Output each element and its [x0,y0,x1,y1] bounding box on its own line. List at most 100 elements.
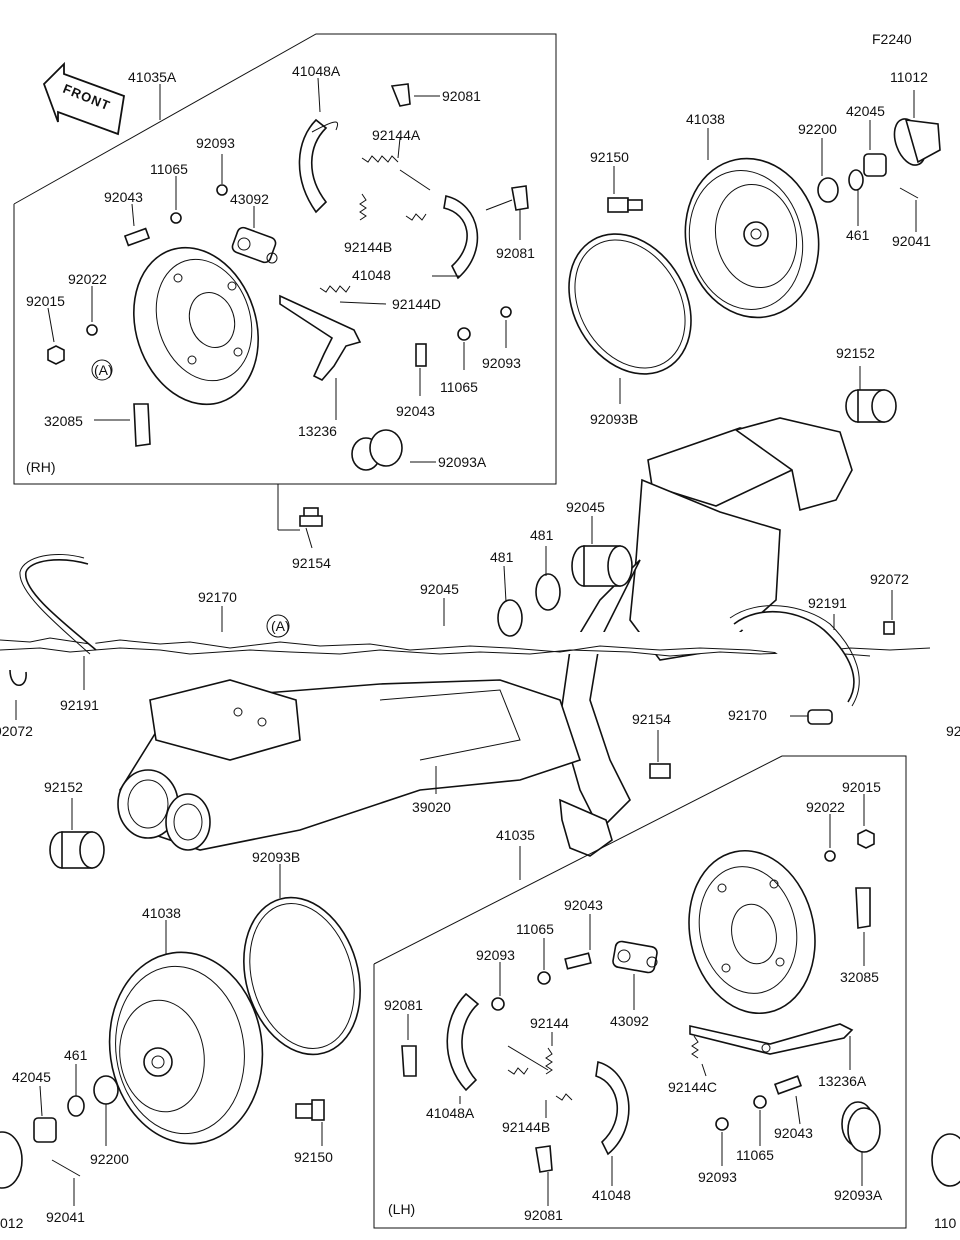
part-13236: 13236 [298,423,337,439]
brake-shoe-41048A-lh [446,992,480,1092]
part-41048A-lh: 41048A [426,1105,475,1121]
part-92081-rh-top: 92081 [442,88,481,104]
part-92144-lh: 92144 [530,1015,569,1031]
lh-box-label: (LH) [388,1201,415,1217]
spring-92144D-rh [319,285,351,293]
svg-text:(A): (A) [94,362,113,378]
callout-a-rh: (A) [91,359,113,381]
clamp-92170b [807,709,833,725]
washer-461-top [848,169,864,191]
part-92072-left: 92072 [0,723,33,739]
washer-461-bottom [67,1095,85,1117]
part-41048-rh: 41048 [352,267,391,283]
part-41048A-rh: 41048A [292,63,341,79]
cap-11012-top [893,118,941,166]
part-92045-upper: 92045 [566,499,605,515]
cap-11012-bottom-right [931,1133,960,1187]
brake-shoe-41048-rh [443,195,479,280]
part-481-a: 481 [530,527,554,543]
washer-92200-top [817,177,839,203]
part-11065-rh-top: 11065 [150,161,188,177]
bushing-92152-bottom [49,831,105,869]
clip-92081d-lh [535,1145,553,1173]
clip-32085a-rh [133,403,151,447]
washer-92093a-rh [216,184,228,196]
part-92200-bottom: 92200 [90,1151,129,1167]
bearing-92045-upper [571,545,633,587]
part-92150-top: 92150 [590,149,629,165]
part-92150-bottom: 92150 [294,1149,333,1165]
part-92093B-top: 92093B [590,411,638,427]
wheel-cylinder-rh [231,226,278,264]
part-92043-rh-bottom: 92043 [396,403,435,419]
pin-92043d-lh [773,1075,803,1095]
seal-ring-92093B-bottom [243,896,361,1056]
clip-92081c-lh [401,1045,417,1077]
clip-32085b-lh [855,887,871,929]
part-92200-top: 92200 [798,121,837,137]
part-92144B-lh: 92144B [502,1119,550,1135]
part-13236A: 13236A [818,1073,867,1089]
leaders-top-right [613,90,917,404]
part-92152-bottom: 92152 [44,779,83,795]
part-92041-bottom: 92041 [46,1209,85,1225]
part-92170-right: 92170 [728,707,767,723]
rh-box-label: (RH) [26,459,56,475]
diagram-code: F2240 [872,31,912,47]
part-92093B-bottom: 92093B [252,849,300,865]
image-tear-band [0,632,960,657]
brake-hose-92170-right [729,605,860,707]
bolt-92154-top [299,507,323,527]
pin-92043b-rh [415,343,427,367]
clamp-92072-right [883,621,895,635]
part-92015-lh: 92015 [842,779,881,795]
part-461-bottom: 461 [64,1047,88,1063]
part-92093-rh-top: 92093 [196,135,235,151]
part-92081-rh-right: 92081 [496,245,535,261]
part-39020: 39020 [412,799,451,815]
lever-13236A-lh [689,1023,854,1055]
part-92081-lh-left: 92081 [384,997,423,1013]
leaders-lh [407,794,865,1206]
washer-92093d-lh [715,1117,729,1131]
part-11065-rh-bottom: 11065 [440,379,478,395]
part-92154-top: 92154 [292,555,331,571]
part-11012-top: 11012 [890,69,928,85]
part-92191-left: 92191 [60,697,99,713]
part-92081-lh-bottom: 92081 [524,1207,563,1223]
washer-11065c-lh [537,971,551,985]
brake-backing-plate-rh [133,246,259,406]
washer-92093c-lh [491,997,505,1011]
part-92043-rh-top: 92043 [104,189,143,205]
part-92043-lh-right: 92043 [774,1125,813,1141]
wheel-cylinder-lh [612,940,658,974]
rh-group-box [13,33,557,485]
brake-shoe-41048-lh [595,1060,630,1156]
part-43092-rh: 43092 [230,191,269,207]
part-41038-bottom: 41038 [142,905,181,921]
part-11065-lh-right: 11065 [736,1147,774,1163]
part-92045-lower: 92045 [420,581,459,597]
part-92022-lh: 92022 [806,799,845,815]
washer-92200-bottom [93,1075,119,1105]
spring-92144-lh [507,1045,553,1075]
part-461-top: 461 [846,227,870,243]
part-92191-right: 92191 [808,595,847,611]
seal-ring-92093B-top [568,233,692,375]
part-481-b: 481 [490,549,514,565]
spring-92144C-lh [691,1035,699,1059]
nut-92015b-lh [857,829,875,849]
spring-92144A-rh [361,155,431,191]
washer-92022a-rh [86,324,98,336]
brake-drum-41038-top [684,157,820,319]
bolt-92150-bottom [295,1099,325,1121]
part-92152-top: 92152 [836,345,875,361]
part-92144C: 92144C [668,1079,717,1095]
nut-92015a-rh [47,345,65,365]
svg-text:(A): (A) [271,618,290,634]
cotter-pin-92041-bottom [51,1159,81,1177]
lh-group-box [373,755,907,1229]
part-92022-rh: 92022 [68,271,107,287]
bushing-92152-top [845,389,897,423]
